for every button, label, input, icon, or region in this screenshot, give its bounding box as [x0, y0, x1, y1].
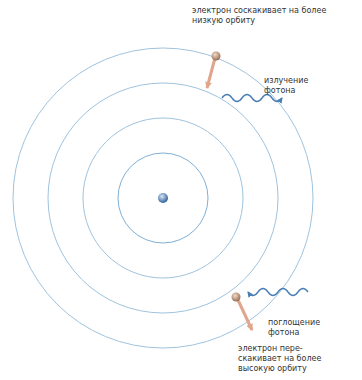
- photon-wave: [222, 95, 282, 102]
- photon-wave: [248, 289, 308, 296]
- transition-arrow: [238, 300, 252, 330]
- electron: [232, 293, 241, 302]
- annotation-label: излучение фотона: [264, 76, 326, 96]
- annotation-label: поглощение фотона: [268, 318, 338, 338]
- nucleus: [158, 193, 168, 203]
- transition-arrow: [207, 58, 215, 88]
- annotation-label: электрон соскакивает на более низкую орб…: [192, 6, 332, 26]
- electron: [212, 52, 221, 61]
- annotation-label: электрон пере- скакивает на более высоку…: [238, 344, 338, 374]
